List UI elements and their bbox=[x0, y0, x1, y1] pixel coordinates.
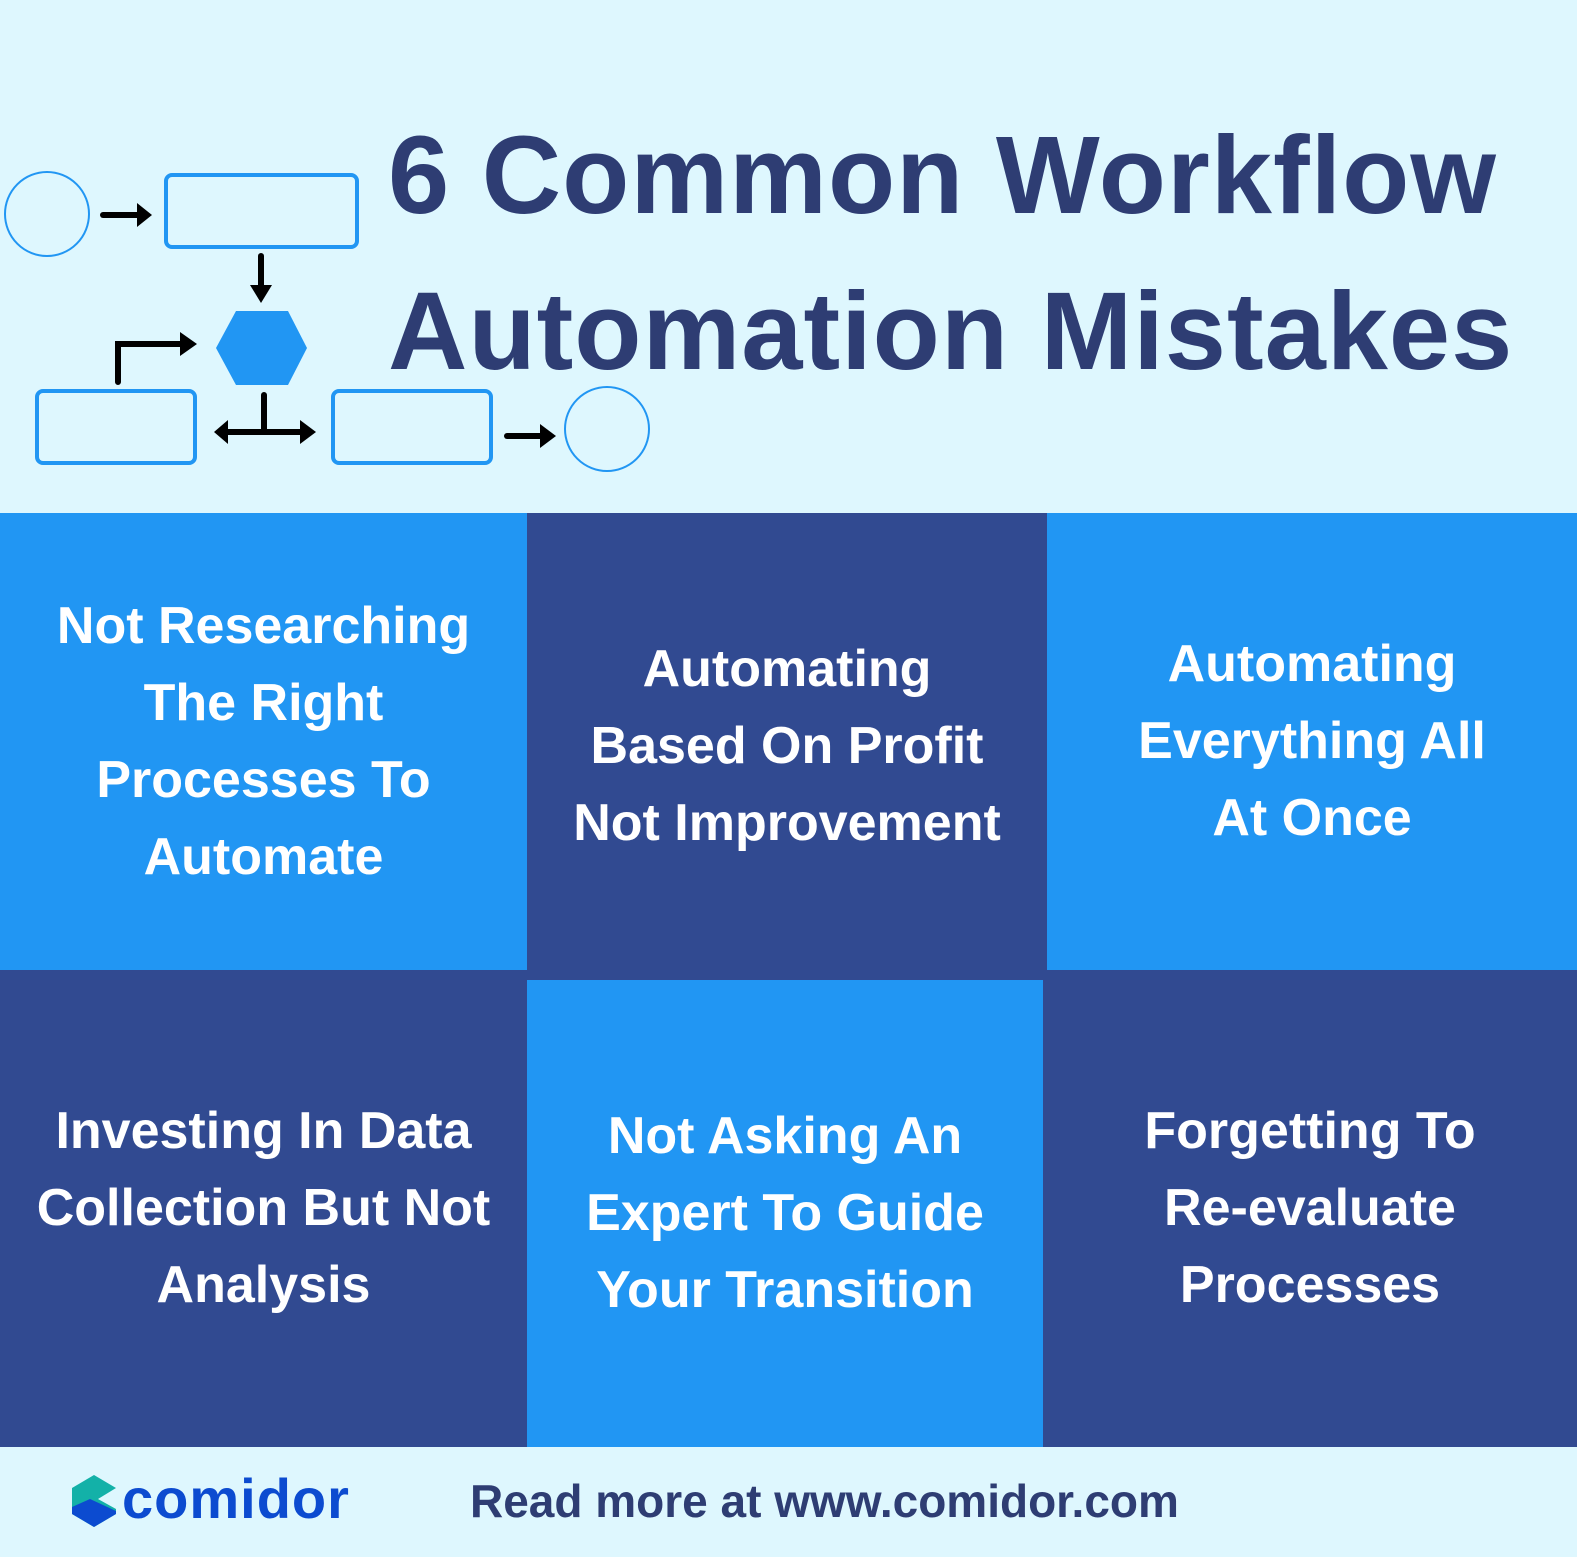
mistake-card-5: Not Asking An Expert To Guide Your Trans… bbox=[527, 980, 1043, 1447]
mistake-text: Automating Everything All At Once bbox=[1138, 635, 1486, 847]
mistake-card-1: Not Researching The Right Processes To A… bbox=[0, 513, 527, 970]
mistake-text: Investing In Data Collection But Not Ana… bbox=[36, 1102, 491, 1314]
mistake-card-4: Investing In Data Collection But Not Ana… bbox=[0, 970, 527, 1447]
page-title-line-1: 6 Common Workflow bbox=[388, 114, 1497, 237]
flowchart-diagram-icon bbox=[4, 171, 650, 472]
mistake-card-3: Automating Everything All At Once bbox=[1047, 513, 1577, 970]
mistake-card-6: Forgetting To Re-evaluate Processes bbox=[1043, 970, 1577, 1447]
mistake-card-2: Automating Based On Profit Not Improveme… bbox=[527, 513, 1047, 980]
read-more-link[interactable]: Read more at www.comidor.com bbox=[470, 1475, 1179, 1527]
mistake-text: Not Asking An Expert To Guide Your Trans… bbox=[586, 1107, 984, 1319]
comidor-logo-icon bbox=[72, 1475, 116, 1527]
page-title-line-2: Automation Mistakes bbox=[388, 270, 1514, 393]
mistake-text: Not Researching The Right Processes To A… bbox=[56, 596, 471, 886]
mistake-text: Forgetting To Re-evaluate Processes bbox=[1144, 1102, 1476, 1314]
brand-logo-text: comidor bbox=[122, 1467, 350, 1530]
mistake-text: Automating Based On Profit Not Improveme… bbox=[573, 640, 1001, 852]
